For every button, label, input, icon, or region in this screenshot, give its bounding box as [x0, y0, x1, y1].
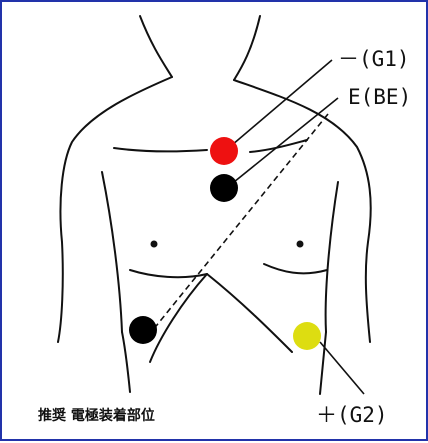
left-flank: [122, 332, 130, 392]
electrode-lower-left: [129, 316, 157, 344]
left-collarbone: [114, 148, 207, 151]
right-shoulder-line: [234, 80, 371, 342]
right-pectoral-line: [264, 264, 327, 273]
electrode-minus-g1: [210, 137, 238, 165]
right-arm-inner-line: [326, 182, 338, 332]
right-nipple: [297, 241, 304, 248]
caption-recommended-placement: 推奨 電極装着部位: [38, 407, 155, 424]
leader-line-plus: [320, 342, 364, 394]
label-minus-g1: －(G1): [338, 47, 410, 71]
left-shoulder-line: [58, 77, 172, 342]
neck-left-line: [140, 16, 172, 77]
electrode-e-be: [210, 174, 238, 202]
leader-line-e: [234, 98, 338, 182]
left-arm-inner-line: [102, 172, 122, 332]
label-e-be: E(BE): [348, 85, 411, 109]
dashed-line-e-to-lower: [148, 114, 328, 336]
ribcage-left: [150, 274, 207, 362]
left-pectoral-line: [130, 270, 207, 277]
torso-outline: [58, 16, 371, 394]
electrode-plus-g2: [293, 322, 321, 350]
leader-line-minus: [232, 60, 332, 145]
neck-right-line: [234, 16, 260, 80]
left-nipple: [151, 241, 158, 248]
right-flank: [320, 332, 326, 394]
ribcage-right: [207, 274, 292, 352]
label-plus-g2: ＋(G2): [316, 403, 388, 427]
